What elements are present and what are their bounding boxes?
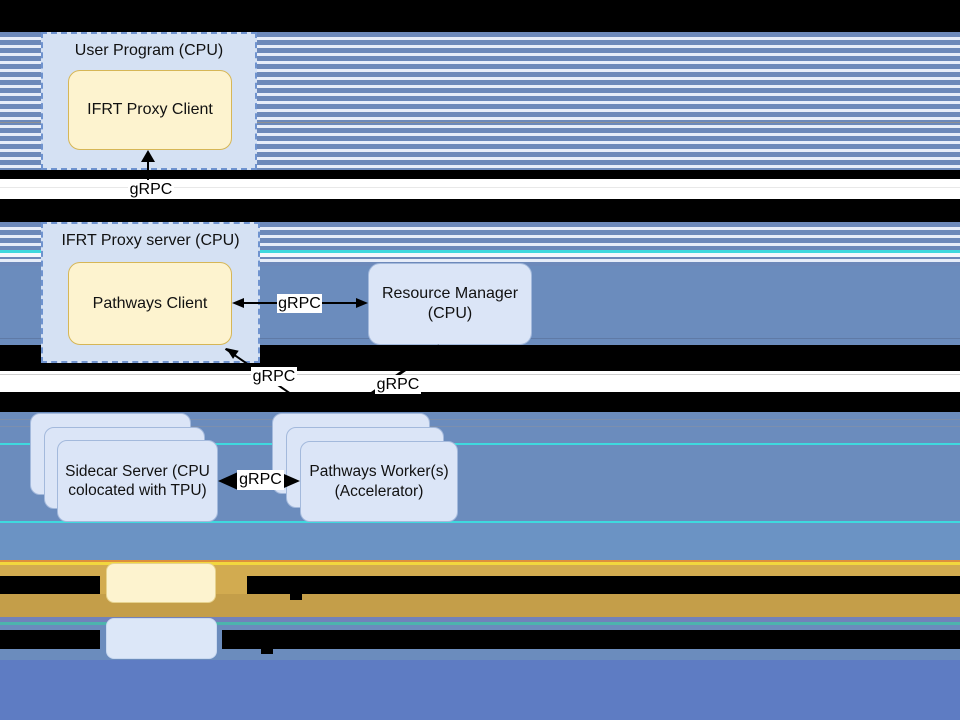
background-band <box>0 625 960 630</box>
ifrt-proxy-server-title: IFRT Proxy server (CPU) <box>61 232 240 249</box>
grpc-label: gRPC <box>237 470 284 490</box>
background-band <box>0 565 960 576</box>
ifrt-proxy-client-node: IFRT Proxy Client <box>68 70 232 150</box>
background-band <box>0 622 960 625</box>
pathways-workers-label-line2: (Accelerator) <box>334 482 424 500</box>
grpc-label: gRPC <box>375 375 421 394</box>
legend-swatch-blue <box>106 618 217 659</box>
pathways-client-node: Pathways Client <box>68 262 232 345</box>
redacted-text-bar <box>0 630 100 649</box>
background-band <box>0 419 960 420</box>
redacted-text-bar <box>222 630 960 649</box>
background-band <box>0 443 960 445</box>
background-band <box>0 122 960 123</box>
background-band <box>0 576 960 594</box>
redacted-text-bar <box>247 576 960 594</box>
background-band <box>0 649 960 660</box>
background-band <box>0 0 960 32</box>
ifrt-proxy-client-label: IFRT Proxy Client <box>87 101 213 118</box>
grpc-label: gRPC <box>128 180 174 199</box>
background-band <box>0 253 960 257</box>
redacted-text-fragment <box>261 649 273 654</box>
background-band <box>0 617 960 622</box>
resource-manager-label-line2: (CPU) <box>427 305 473 322</box>
background-band <box>0 371 960 392</box>
grpc-label: gRPC <box>277 294 322 313</box>
background-band <box>0 521 960 523</box>
redacted-text-bar <box>0 576 100 594</box>
redacted-text-fragment <box>290 594 302 600</box>
background-band <box>0 562 960 565</box>
pathways-client-label: Pathways Client <box>92 294 208 312</box>
background-band <box>0 426 960 427</box>
resource-manager-label-line1: Resource Manager <box>381 285 519 302</box>
sidecar-server-label-line1: Sidecar Server (CPU <box>65 462 210 480</box>
sidecar-server-label-line2: colocated with TPU) <box>68 482 207 499</box>
arrow-line <box>147 154 149 199</box>
background-band <box>0 660 960 720</box>
background-band <box>0 630 960 649</box>
pathways-workers-node: Pathways Worker(s) (Accelerator) <box>300 441 458 522</box>
background-band <box>0 250 960 253</box>
background-band <box>0 179 960 199</box>
background-band <box>0 199 960 222</box>
legend-swatch-yellow <box>106 563 216 603</box>
arrow-right-icon <box>284 474 300 488</box>
arrow-left-icon <box>218 472 238 490</box>
sidecar-server-node: Sidecar Server (CPU colocated with TPU) <box>57 440 218 522</box>
arrow-right-icon <box>356 298 368 308</box>
background-band <box>0 560 960 562</box>
background-band <box>0 594 960 617</box>
grpc-label: gRPC <box>251 367 297 386</box>
background-band <box>0 374 960 375</box>
resource-manager-node: Resource Manager (CPU) <box>368 263 532 345</box>
pathways-workers-label-line1: Pathways Worker(s) <box>309 463 449 481</box>
arrow-up-icon <box>141 150 155 162</box>
user-program-title: User Program (CPU) <box>74 42 224 59</box>
background-band <box>0 392 960 412</box>
arrow-left-icon <box>232 298 244 308</box>
background-band <box>0 170 960 179</box>
background-band <box>0 187 960 188</box>
background-band <box>0 523 960 560</box>
